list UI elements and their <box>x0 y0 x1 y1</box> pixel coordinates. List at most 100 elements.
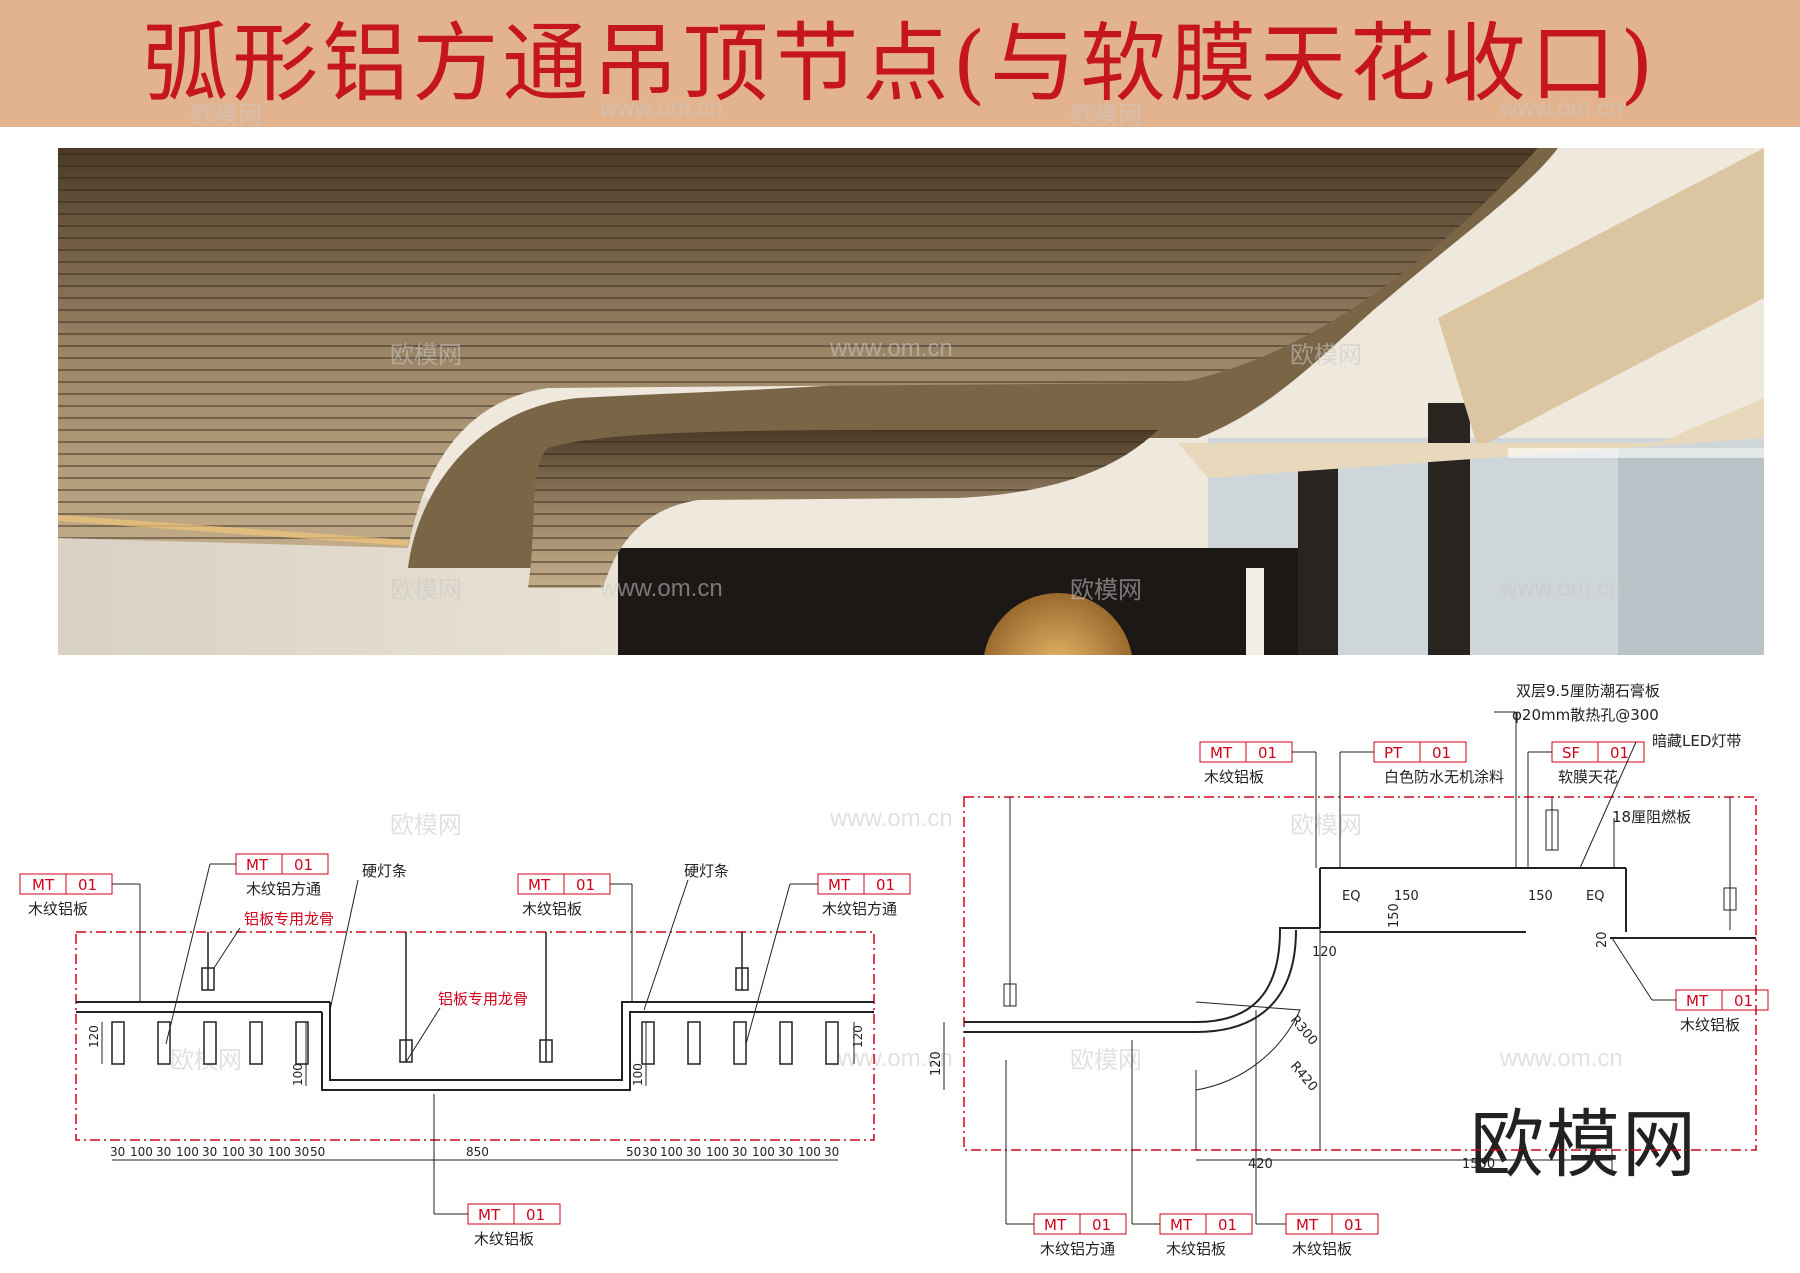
tag-num: 01 <box>78 876 97 894</box>
dim-h-main: 850 <box>466 1145 489 1159</box>
note-keel: 铝板专用龙骨 <box>438 990 528 1008</box>
dim-h: 30 <box>778 1145 793 1159</box>
watermark-brand: 欧模网 <box>390 577 462 604</box>
tag-label: 木纹铝板 <box>1680 1016 1740 1034</box>
dim-v: 100 <box>291 1063 305 1086</box>
tag-label: 软膜天花 <box>1558 768 1618 786</box>
watermark-site: www.om.cn <box>830 335 953 362</box>
dim-h: 30 <box>202 1145 217 1159</box>
tag-code: SF <box>1562 744 1580 762</box>
left-tag-5: MT 01 木纹铝板 <box>467 1203 561 1248</box>
tag-label: 木纹铝板 <box>28 900 88 918</box>
ceiling-photo <box>58 148 1764 655</box>
dim-h: 30 <box>248 1145 263 1159</box>
tag-num: 01 <box>1610 744 1629 762</box>
dim-h: 100 <box>130 1145 153 1159</box>
note-gypsum: 双层9.5厘防潮石膏板 <box>1516 682 1660 700</box>
right-tag-5: MT 01 木纹铝方通 <box>1033 1213 1127 1258</box>
watermark-site: www.om.cn <box>1500 575 1623 602</box>
tag-num: 01 <box>1258 744 1277 762</box>
dim-h: 30 <box>642 1145 657 1159</box>
left-tag-3: MT 01 木纹铝板 <box>517 873 611 918</box>
tag-code: MT <box>528 876 551 894</box>
tag-label: 木纹铝板 <box>1166 1240 1226 1258</box>
dim-h: 50 <box>626 1145 641 1159</box>
dim-h: 100 <box>222 1145 245 1159</box>
left-section-detail: MT 01 木纹铝板 MT 01 木纹铝方通 MT 01 木纹铝板 MT 01 … <box>19 853 911 1248</box>
dim-h: 100 <box>660 1145 683 1159</box>
watermark-brand: 欧模网 <box>190 102 262 129</box>
dim-h: 100 <box>268 1145 291 1159</box>
left-tag-1: MT 01 木纹铝板 <box>19 873 113 918</box>
dim-h: 100 <box>752 1145 775 1159</box>
tag-code: MT <box>246 856 269 874</box>
tag-num: 01 <box>1092 1216 1111 1234</box>
right-tag-4: MT 01 木纹铝板 <box>1675 989 1769 1034</box>
dim-h: 30 <box>686 1145 701 1159</box>
watermark-brand: 欧模网 <box>390 812 462 839</box>
watermark-site: www.om.cn <box>1500 1045 1623 1072</box>
dim: R300 <box>1287 1013 1320 1049</box>
tag-label: 木纹铝方通 <box>822 900 897 918</box>
tag-code: MT <box>1296 1216 1319 1234</box>
right-section-detail: MT 01 木纹铝板 PT 01 白色防水无机涂料 SF 01 软膜天花 MT … <box>929 682 1769 1258</box>
dim: 150 <box>1394 889 1419 904</box>
note-vent: φ20mm散热孔@300 <box>1512 706 1659 724</box>
tag-num: 01 <box>1218 1216 1237 1234</box>
dim-h: 30 <box>110 1145 125 1159</box>
right-tag-7: MT 01 木纹铝板 <box>1285 1213 1379 1258</box>
dim: EQ <box>1342 889 1360 904</box>
tag-label: 木纹铝板 <box>1292 1240 1352 1258</box>
left-tag-4: MT 01 木纹铝方通 <box>817 873 911 918</box>
right-tag-6: MT 01 木纹铝板 <box>1159 1213 1253 1258</box>
dim-h: 50 <box>310 1145 325 1159</box>
cad-detail-drawing: MT 01 木纹铝板 MT 01 木纹铝方通 MT 01 木纹铝板 MT 01 … <box>19 682 1769 1258</box>
tag-label: 木纹铝板 <box>1204 768 1264 786</box>
right-tag-1: MT 01 木纹铝板 <box>1199 741 1293 786</box>
title-banner: 弧形铝方通吊顶节点(与软膜天花收口) <box>0 0 1800 127</box>
tag-num: 01 <box>876 876 895 894</box>
tag-label: 木纹铝方通 <box>1040 1240 1115 1258</box>
watermark-brand: 欧模网 <box>1290 342 1362 369</box>
tag-code: MT <box>1686 992 1709 1010</box>
tag-code: MT <box>828 876 851 894</box>
dim: EQ <box>1586 889 1604 904</box>
watermark-site: www.om.cn <box>600 575 723 602</box>
left-tag-2: MT 01 木纹铝方通 <box>235 853 329 898</box>
right-tag-2: PT 01 白色防水无机涂料 <box>1373 741 1504 786</box>
note-led: 暗藏LED灯带 <box>1652 732 1741 750</box>
dim-h: 30 <box>156 1145 171 1159</box>
note-light-strip: 硬灯条 <box>362 862 407 880</box>
right-tag-3: SF 01 软膜天花 <box>1551 741 1645 786</box>
dim: 120 <box>929 1051 944 1076</box>
tag-num: 01 <box>294 856 313 874</box>
tag-label: 白色防水无机涂料 <box>1384 768 1504 786</box>
watermark-brand: 欧模网 <box>1070 577 1142 604</box>
dim: R420 <box>1287 1059 1320 1095</box>
dim-v: 120 <box>851 1025 865 1048</box>
dim-h: 30 <box>294 1145 309 1159</box>
watermark-site: www.om.cn <box>1500 95 1623 122</box>
tag-num: 01 <box>1344 1216 1363 1234</box>
dim-v: 100 <box>631 1063 645 1086</box>
page-title: 弧形铝方通吊顶节点(与软膜天花收口) <box>142 14 1658 114</box>
dim-h: 100 <box>706 1145 729 1159</box>
dim-h: 100 <box>798 1145 821 1159</box>
tag-label: 木纹铝板 <box>474 1230 534 1248</box>
dim-h: 30 <box>732 1145 747 1159</box>
tag-code: MT <box>1170 1216 1193 1234</box>
tag-label: 木纹铝板 <box>522 900 582 918</box>
watermark-site: www.om.cn <box>830 805 953 832</box>
tag-label: 木纹铝方通 <box>246 880 321 898</box>
watermark-brand: 欧模网 <box>1070 102 1142 129</box>
tag-code: PT <box>1384 744 1403 762</box>
tag-code: MT <box>1044 1216 1067 1234</box>
dim: 150 <box>1528 889 1553 904</box>
dim-h: 100 <box>176 1145 199 1159</box>
tag-num: 01 <box>1734 992 1753 1010</box>
watermark-brand: 欧模网 <box>390 342 462 369</box>
tag-num: 01 <box>1432 744 1451 762</box>
dim: 420 <box>1248 1157 1273 1172</box>
dim: 150 <box>1387 903 1402 928</box>
dim-v: 120 <box>87 1025 101 1048</box>
